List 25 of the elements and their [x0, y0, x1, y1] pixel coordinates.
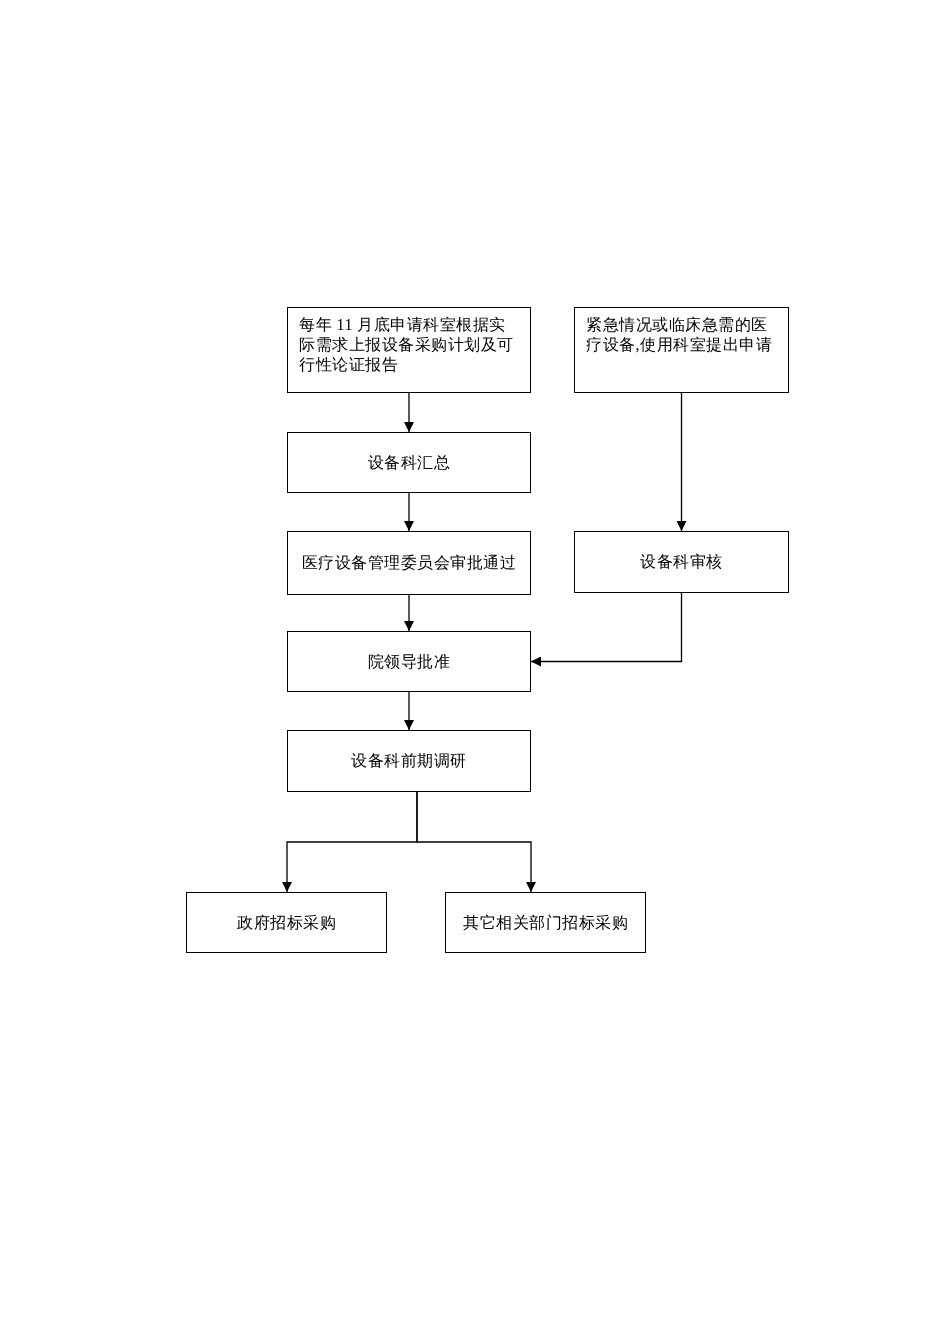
process-box: [287, 531, 531, 595]
arrow: [404, 392, 414, 433]
process-box: [574, 307, 789, 393]
arrow: [416, 791, 536, 893]
step-text: 院领导批准: [367, 651, 451, 672]
step-text: 每年 11 月底申请科室根据实际需求上报设备采购计划及可行性论证报告: [299, 315, 515, 375]
process-box: [287, 730, 531, 792]
process-box: [186, 892, 387, 953]
process-box: [287, 307, 531, 393]
step-text: 政府招标采购: [237, 912, 336, 933]
step-text: 其它相关部门招标采购: [463, 912, 628, 933]
process-box: [445, 892, 646, 953]
arrow: [676, 392, 687, 532]
process-box: [287, 432, 531, 493]
arrow: [404, 691, 414, 731]
step-text: 设备科审核: [640, 552, 723, 572]
process-box: [574, 531, 789, 593]
arrow: [404, 492, 414, 532]
arrow: [530, 592, 683, 667]
arrow: [404, 594, 414, 632]
process-box: [287, 631, 531, 692]
step-text: 设备科汇总: [367, 452, 451, 473]
step-text: 紧急情况或临床急需的医疗设备,使用科室提出申请: [586, 315, 773, 355]
step-text: 设备科前期调研: [351, 751, 467, 771]
step-text: 医疗设备管理委员会审批通过: [301, 553, 517, 573]
